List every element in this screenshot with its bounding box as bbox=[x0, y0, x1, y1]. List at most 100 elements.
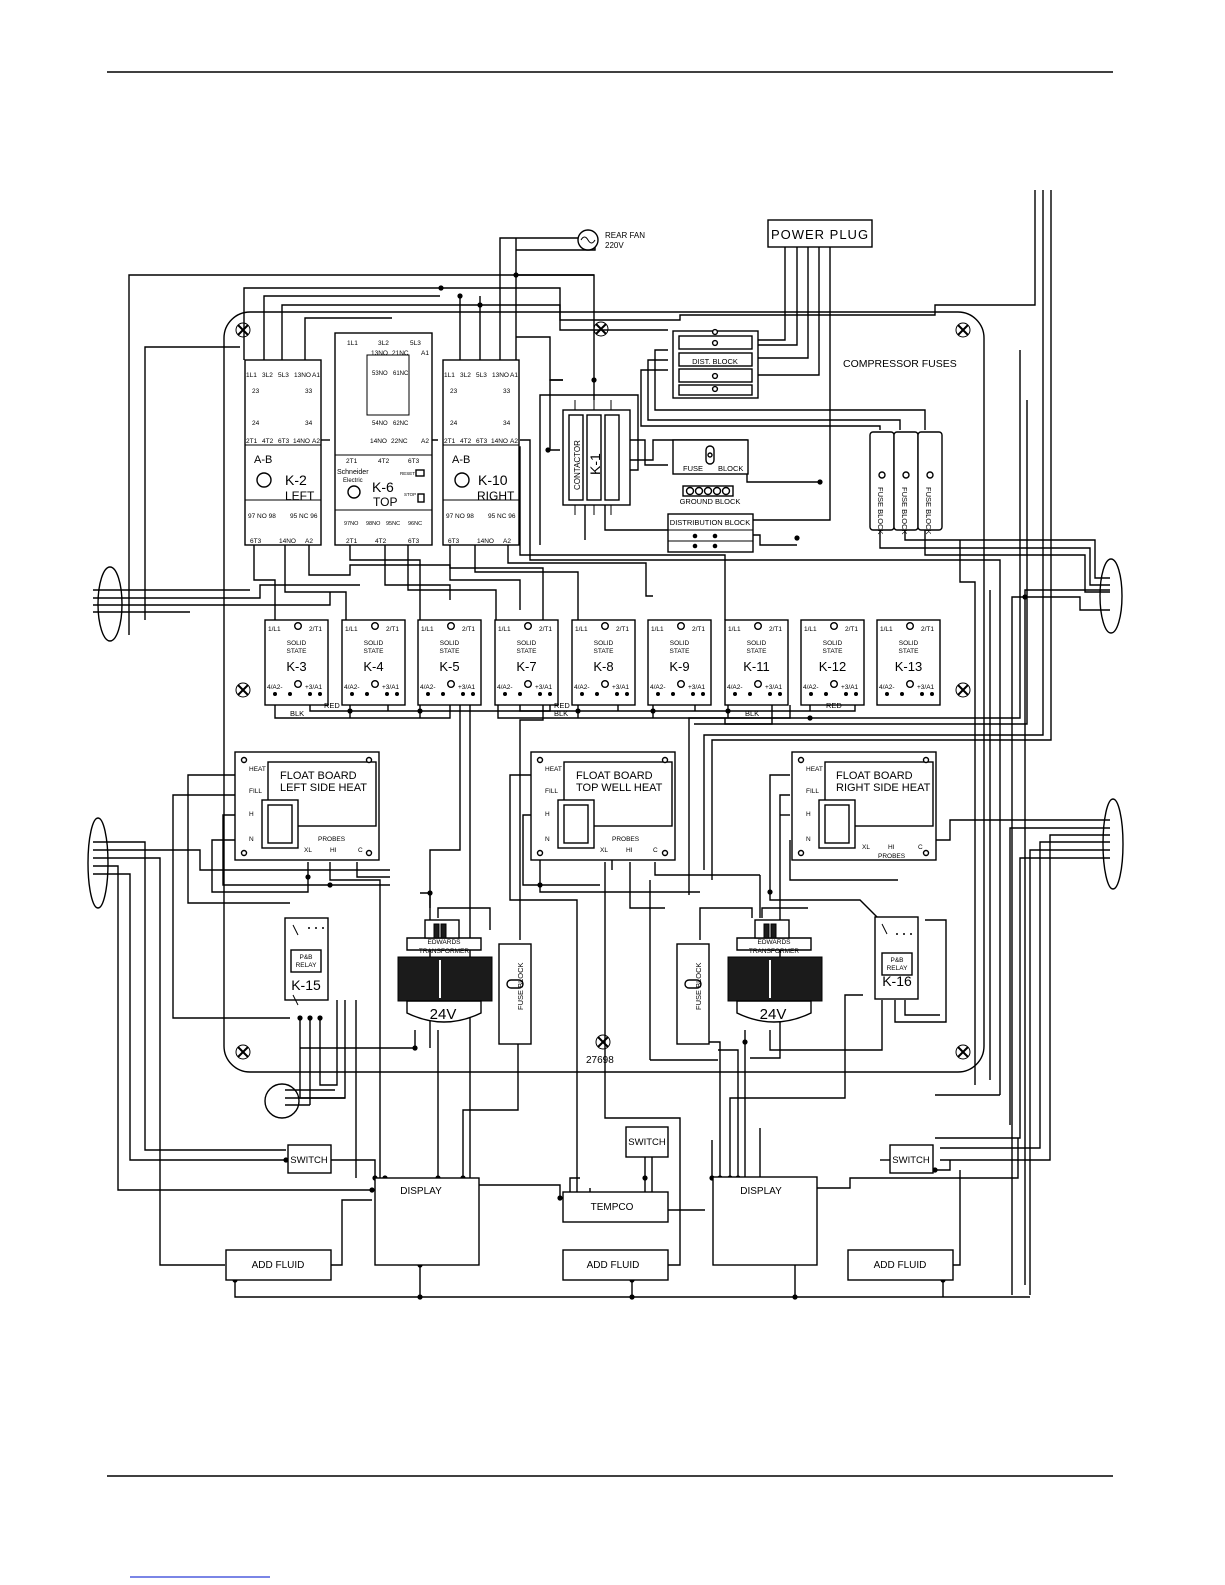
ssr-terminal-l1: 1/L1 bbox=[421, 626, 434, 633]
ssr-terminal-dot bbox=[656, 692, 660, 696]
k6-terminal: 97NO bbox=[344, 521, 359, 527]
float-board-title: FLOAT BOARD bbox=[576, 770, 653, 782]
ground-block: GROUND BLOCK bbox=[680, 485, 740, 506]
k6-terminal: 13NO bbox=[371, 350, 388, 357]
dist-block: DIST. BLOCK bbox=[672, 328, 759, 399]
k6-reset-button bbox=[415, 469, 425, 477]
ssr-screw-icon bbox=[677, 680, 686, 689]
ssr-terminal-l1: 1/L1 bbox=[345, 626, 358, 633]
switch-right: SWITCH bbox=[889, 1144, 934, 1174]
float-term-heat: HEAT bbox=[249, 766, 266, 773]
screw-icon bbox=[955, 322, 971, 338]
probe-hi: HI bbox=[626, 847, 633, 854]
float-term-h: H bbox=[249, 811, 254, 818]
ssr-terminal-dot bbox=[748, 692, 752, 696]
ssr-terminal-dot bbox=[930, 692, 934, 696]
ssr-terminal-t1: 2/T1 bbox=[921, 626, 934, 633]
ssr-terminal-dot bbox=[471, 692, 475, 696]
switch-center: SWITCH bbox=[625, 1126, 669, 1158]
ssr-terminal-a2: 4/A2- bbox=[420, 684, 436, 691]
switch-left: SWITCH bbox=[287, 1144, 332, 1174]
k6-terminal: 14NO bbox=[370, 438, 387, 445]
k2-terminal: A2 bbox=[305, 538, 313, 545]
rear-fan-voltage: 220V bbox=[605, 241, 624, 250]
contactor-k2: 1L1 3L2 5L3 13NO A1 23 33 24 34 2T1 4T2 … bbox=[244, 359, 322, 546]
k10-terminal: 6T3 bbox=[448, 538, 460, 545]
cable-bundle-left-lower bbox=[87, 817, 109, 909]
pb-relay-brand: P&B bbox=[299, 954, 312, 961]
k2-id: K-2 bbox=[285, 472, 307, 488]
ssr-terminal-dot bbox=[824, 692, 828, 696]
ssr-terminal-t1: 2/T1 bbox=[616, 626, 629, 633]
ssr-terminal-t1: 2/T1 bbox=[769, 626, 782, 633]
ssr-terminal-l1: 1/L1 bbox=[268, 626, 281, 633]
transformer-core bbox=[397, 956, 493, 1002]
rear-fan-label: REAR FAN bbox=[605, 231, 645, 240]
compressor-fuse-block-1-label: FUSE BLOCK bbox=[876, 487, 885, 535]
ssr-id: K-5 bbox=[439, 659, 459, 674]
ssr-screw-icon bbox=[906, 680, 915, 689]
compressor-fuse-block-3-label: FUSE BLOCK bbox=[924, 487, 933, 535]
ssr-type: SOLID bbox=[899, 640, 919, 647]
screw-icon bbox=[235, 322, 251, 338]
k6-terminal: 4T2 bbox=[378, 458, 390, 465]
k6-terminal: 21NC bbox=[392, 350, 409, 357]
ssr-terminal-dot bbox=[426, 692, 430, 696]
ssr-terminal-l1: 1/L1 bbox=[651, 626, 664, 633]
float-term-n: N bbox=[806, 836, 811, 843]
ssr-terminal-dot bbox=[288, 692, 292, 696]
ssr-id: K-8 bbox=[593, 659, 613, 674]
cable-bundle-right-lower bbox=[1102, 798, 1124, 890]
tempco: TEMPCO bbox=[562, 1191, 669, 1223]
ssr-terminal-a2: 4/A2- bbox=[344, 684, 360, 691]
power-plug-box bbox=[767, 219, 873, 248]
k6-sub: TOP bbox=[373, 495, 397, 509]
k6-terminal: 95NC bbox=[386, 521, 400, 527]
pb-relay-id: K-15 bbox=[291, 977, 321, 993]
k10-terminal: 4T2 bbox=[460, 438, 472, 445]
k10-terminal: 23 bbox=[450, 388, 458, 395]
probe-c: C bbox=[918, 844, 923, 851]
ssr-type: SOLID bbox=[594, 640, 614, 647]
screw-icon bbox=[595, 1034, 611, 1050]
screw-icon bbox=[593, 321, 609, 337]
ssr-terminal-dot bbox=[691, 692, 695, 696]
ssr-terminal-t1: 2/T1 bbox=[845, 626, 858, 633]
tempco-label: TEMPCO bbox=[591, 1202, 634, 1213]
k6-terminal: 2T1 bbox=[346, 538, 358, 545]
ssr-terminal-dot bbox=[701, 692, 705, 696]
k2-terminal: 2T1 bbox=[246, 438, 258, 445]
add-fluid-label: ADD FLUID bbox=[874, 1260, 927, 1271]
ssr-terminal-dot bbox=[595, 692, 599, 696]
k6-terminal: A2 bbox=[421, 438, 429, 445]
wire-label-blk: BLK bbox=[290, 709, 304, 718]
ssr-type: STATE bbox=[747, 648, 768, 655]
float-term-fill: FILL bbox=[249, 788, 262, 795]
wire-label-red: RED bbox=[324, 701, 340, 710]
display-label: DISPLAY bbox=[400, 1186, 442, 1197]
float-board-center: FLOAT BOARD TOP WELL HEAT HEAT FILL H N … bbox=[530, 751, 676, 861]
fuse-block-left-transformer: FUSE BLOCK bbox=[498, 943, 532, 1045]
ssr-type: STATE bbox=[823, 648, 844, 655]
ssr-screw-icon bbox=[524, 680, 533, 689]
ssr-terminal-dot bbox=[920, 692, 924, 696]
ssr-id: K-12 bbox=[819, 659, 846, 674]
ssr-screw-icon bbox=[294, 680, 303, 689]
probes-label: PROBES bbox=[612, 836, 640, 843]
display-right: DISPLAY bbox=[712, 1176, 818, 1266]
display-label: DISPLAY bbox=[740, 1186, 782, 1197]
ssr-type: STATE bbox=[364, 648, 385, 655]
k6-terminal-top: 3L2 bbox=[378, 340, 389, 347]
ssr-terminal-l1: 1/L1 bbox=[575, 626, 588, 633]
ssr-terminal-dot bbox=[900, 692, 904, 696]
k10-terminal: 14NO bbox=[477, 538, 494, 545]
wire-label-blk: BLK bbox=[745, 709, 759, 718]
k6-terminal: 4T2 bbox=[375, 538, 387, 545]
k2-terminal-top: 5L3 bbox=[278, 372, 289, 379]
k2-sub: LEFT bbox=[285, 489, 315, 503]
k2-terminal-top: A1 bbox=[312, 372, 320, 379]
